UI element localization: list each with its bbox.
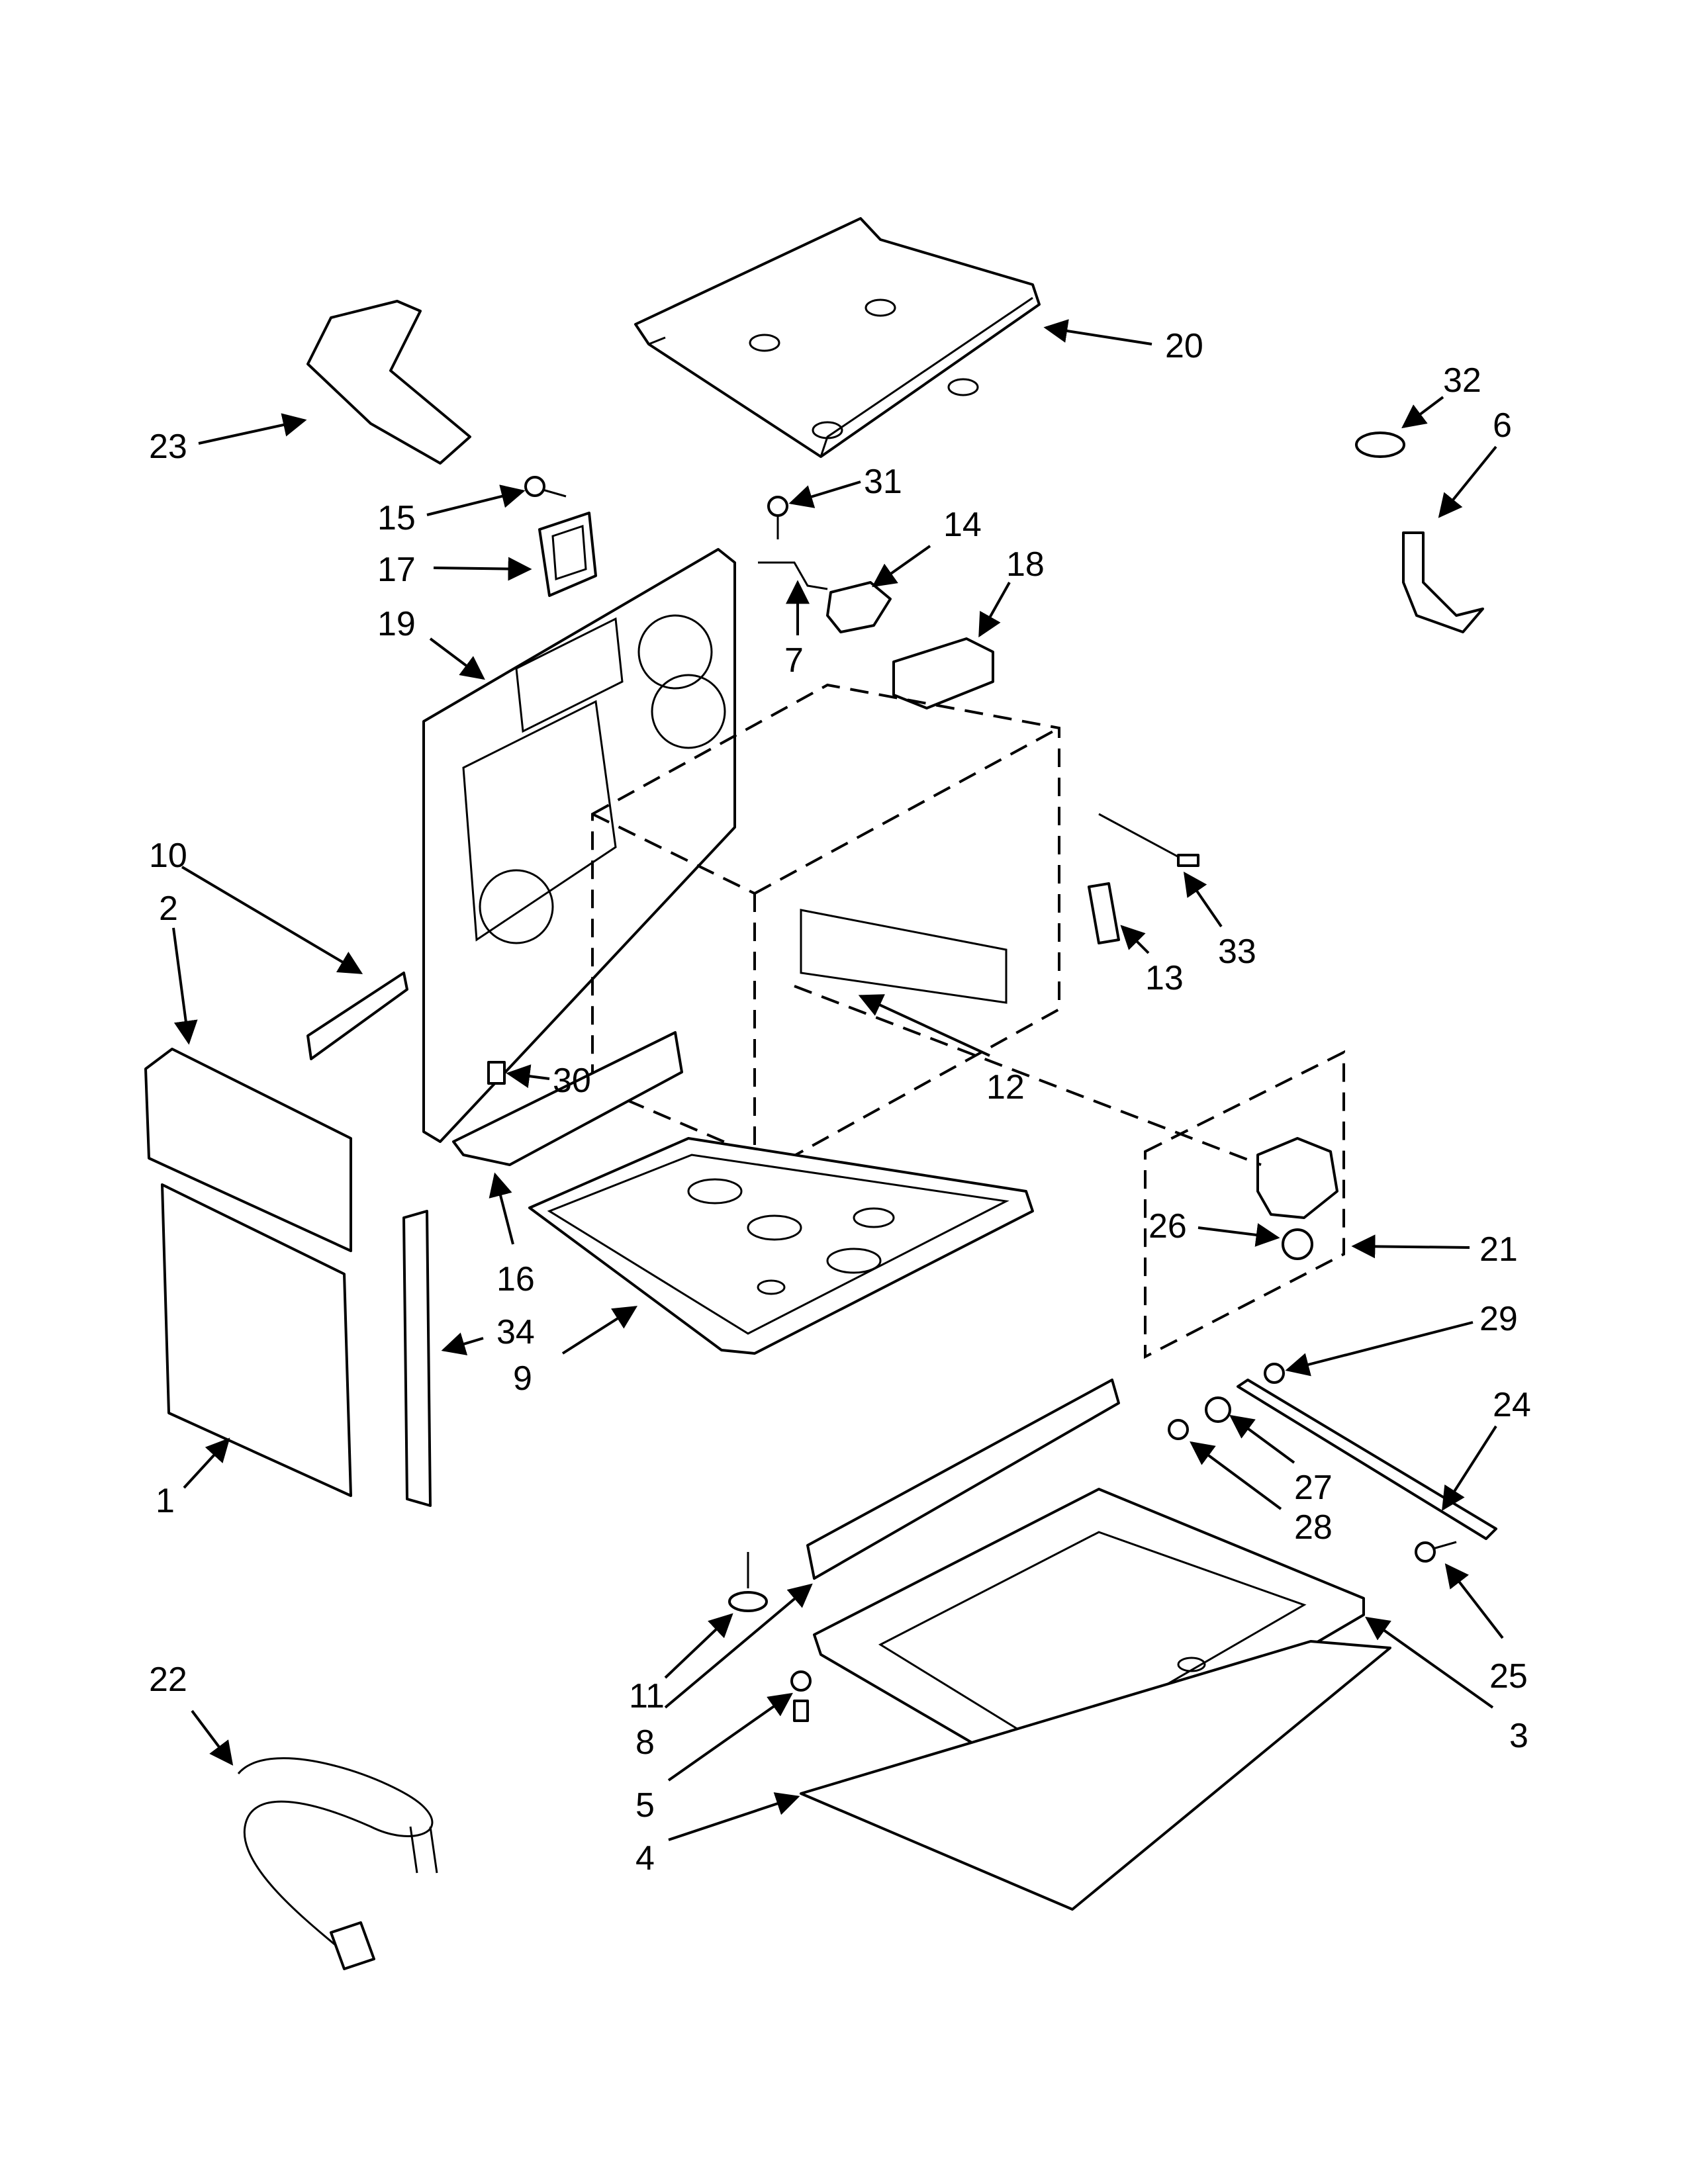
callout-28: 28 bbox=[1294, 1508, 1333, 1547]
part-27-washer bbox=[1205, 1396, 1231, 1423]
part-30-connector bbox=[487, 1061, 506, 1085]
part-17-bracket bbox=[538, 512, 597, 597]
part-8-toe-panel bbox=[806, 1379, 1120, 1580]
callout-31: 31 bbox=[864, 463, 902, 501]
part-4-bottom-panel bbox=[800, 1640, 1391, 1911]
callout-26: 26 bbox=[1149, 1207, 1187, 1246]
light-leader bbox=[794, 985, 1262, 1166]
part-11-leveling-leg bbox=[728, 1552, 768, 1612]
callout-12: 12 bbox=[986, 1068, 1025, 1107]
leader-lines bbox=[172, 319, 1504, 1841]
callout-11: 11 bbox=[629, 1677, 665, 1715]
part-25-screw bbox=[1415, 1541, 1457, 1563]
callout-17: 17 bbox=[377, 551, 416, 589]
callout-32: 32 bbox=[1443, 361, 1481, 400]
part-23-vent-trim bbox=[306, 300, 471, 465]
callout-34: 34 bbox=[496, 1313, 535, 1351]
callout-7: 7 bbox=[784, 641, 804, 680]
part-18-block bbox=[892, 637, 994, 709]
part-19-rear-panel bbox=[422, 548, 736, 1143]
callout-18: 18 bbox=[1006, 545, 1045, 584]
callout-14: 14 bbox=[943, 506, 982, 544]
part-16-bracket bbox=[452, 1031, 683, 1166]
part-7-wire bbox=[758, 561, 828, 590]
callout-15: 15 bbox=[377, 499, 416, 537]
callout-16: 16 bbox=[496, 1260, 535, 1298]
part-13-clip bbox=[1088, 882, 1120, 944]
part-21-light-assembly bbox=[1144, 1050, 1345, 1359]
callout-23: 23 bbox=[149, 428, 187, 466]
part-33-sensor bbox=[1098, 813, 1199, 867]
part-22-power-cord bbox=[237, 1757, 438, 1970]
callout-13: 13 bbox=[1145, 959, 1184, 997]
callout-labels: 20 23 32 6 15 31 14 18 17 19 7 10 2 33 1… bbox=[149, 327, 1531, 1878]
part-28-screw bbox=[1168, 1419, 1189, 1440]
callout-27: 27 bbox=[1294, 1469, 1333, 1507]
callout-19: 19 bbox=[377, 605, 416, 643]
callout-30: 30 bbox=[553, 1062, 591, 1100]
part-5-screw bbox=[790, 1670, 812, 1722]
callout-4: 4 bbox=[635, 1839, 655, 1878]
callout-33: 33 bbox=[1218, 933, 1256, 971]
callout-2: 2 bbox=[159, 889, 178, 928]
callout-21: 21 bbox=[1479, 1230, 1518, 1269]
part-2-panel bbox=[144, 1048, 352, 1252]
callout-1: 1 bbox=[156, 1482, 175, 1520]
callout-24: 24 bbox=[1493, 1386, 1531, 1424]
part-15-screw bbox=[524, 476, 567, 498]
part-34-strip bbox=[402, 1210, 432, 1507]
part-3-base bbox=[813, 1488, 1365, 1795]
part-26-bulb bbox=[1282, 1228, 1313, 1260]
part-9-bottom-tray bbox=[528, 1137, 1034, 1355]
callout-8: 8 bbox=[635, 1723, 655, 1762]
part-1-panel bbox=[161, 1183, 352, 1497]
callout-5: 5 bbox=[635, 1786, 655, 1825]
part-31-screw bbox=[767, 496, 788, 539]
callout-20: 20 bbox=[1165, 327, 1203, 365]
callout-25: 25 bbox=[1489, 1657, 1528, 1696]
callout-3: 3 bbox=[1509, 1717, 1528, 1755]
callout-10: 10 bbox=[149, 837, 187, 875]
part-10-trim bbox=[306, 972, 408, 1060]
callout-9: 9 bbox=[513, 1359, 532, 1398]
part-6-bracket bbox=[1402, 531, 1484, 633]
part-24-bar bbox=[1237, 1379, 1497, 1540]
part-32-thermal-fuse bbox=[1355, 432, 1405, 458]
callout-22: 22 bbox=[149, 1661, 187, 1699]
part-20-top-panel bbox=[634, 217, 1041, 458]
callout-29: 29 bbox=[1479, 1300, 1518, 1338]
part-29-grommet bbox=[1264, 1363, 1285, 1384]
part-12-oven-cavity bbox=[591, 683, 1060, 1167]
part-14-switch bbox=[826, 581, 892, 633]
callout-6: 6 bbox=[1493, 406, 1512, 445]
